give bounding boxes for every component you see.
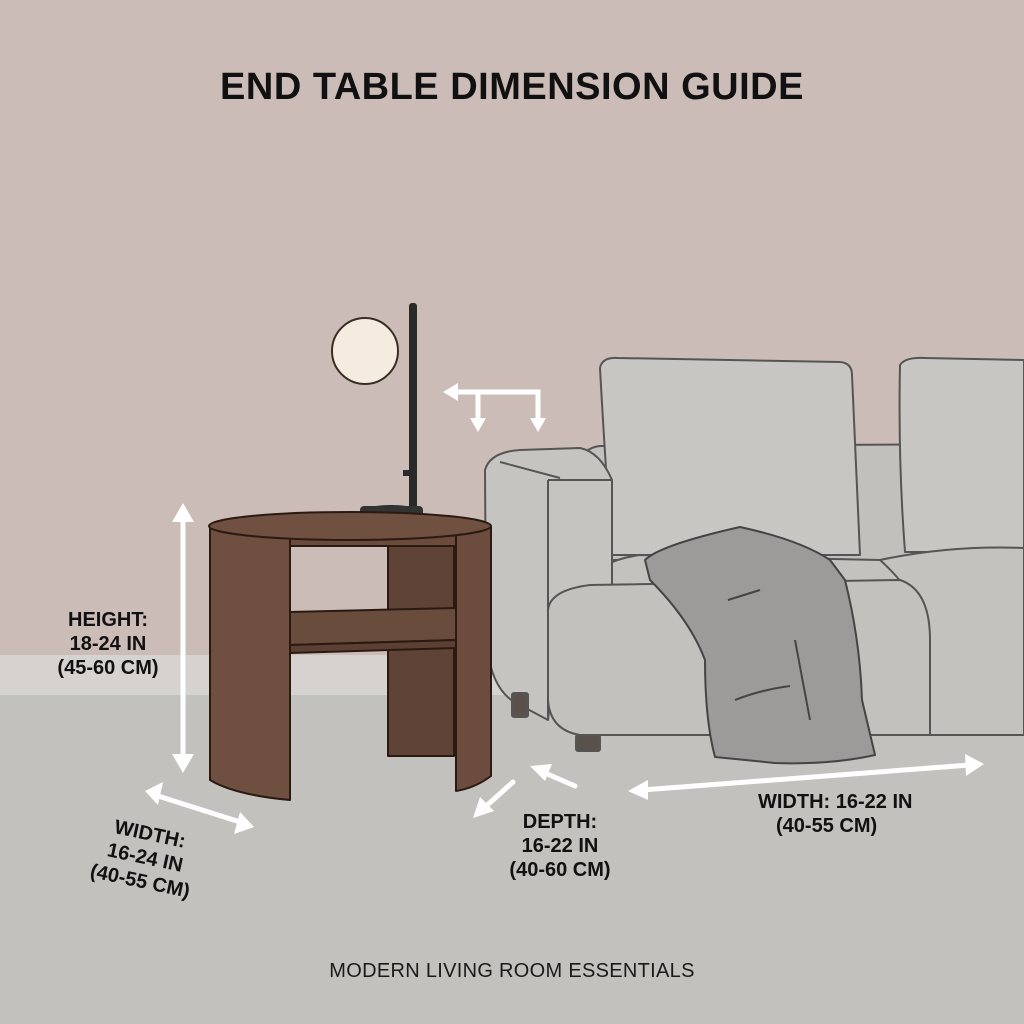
depth-label: DEPTH: 16-22 IN (40-60 CM) <box>480 810 640 882</box>
depth-label-inches: 16-22 IN <box>521 835 599 857</box>
lamp-illustration <box>331 303 423 521</box>
height-arrow-icon <box>172 503 194 773</box>
clearance-arrow-icon <box>443 383 546 432</box>
sofa-illustration <box>484 356 1024 765</box>
footer-tagline: MODERN LIVING ROOM ESSENTIALS <box>329 960 695 982</box>
depth-label-cm: (40-60 CM) <box>509 859 611 881</box>
height-label-cm: (45-60 CM) <box>57 657 159 679</box>
height-label: HEIGHT: 18-24 IN (45-60 CM) <box>28 608 188 680</box>
sofa-width-label: WIDTH: 16-22 IN (40-55 CM) <box>740 790 960 838</box>
dimension-arrows <box>145 383 984 834</box>
sofa-width-label-inches: WIDTH: 16-22 IN <box>758 791 913 813</box>
page-title: END TABLE DIMENSION GUIDE <box>220 66 804 108</box>
depth-label-title: DEPTH: <box>522 811 598 833</box>
table-width-arrow-icon <box>145 782 254 834</box>
height-label-inches: 18-24 IN <box>69 633 147 655</box>
sofa-width-arrow-icon <box>628 754 984 800</box>
end-table-illustration <box>208 511 492 801</box>
height-label-title: HEIGHT: <box>68 609 148 631</box>
depth-arrow-icon <box>473 764 578 818</box>
sofa-width-label-cm: (40-55 CM) <box>776 815 878 837</box>
